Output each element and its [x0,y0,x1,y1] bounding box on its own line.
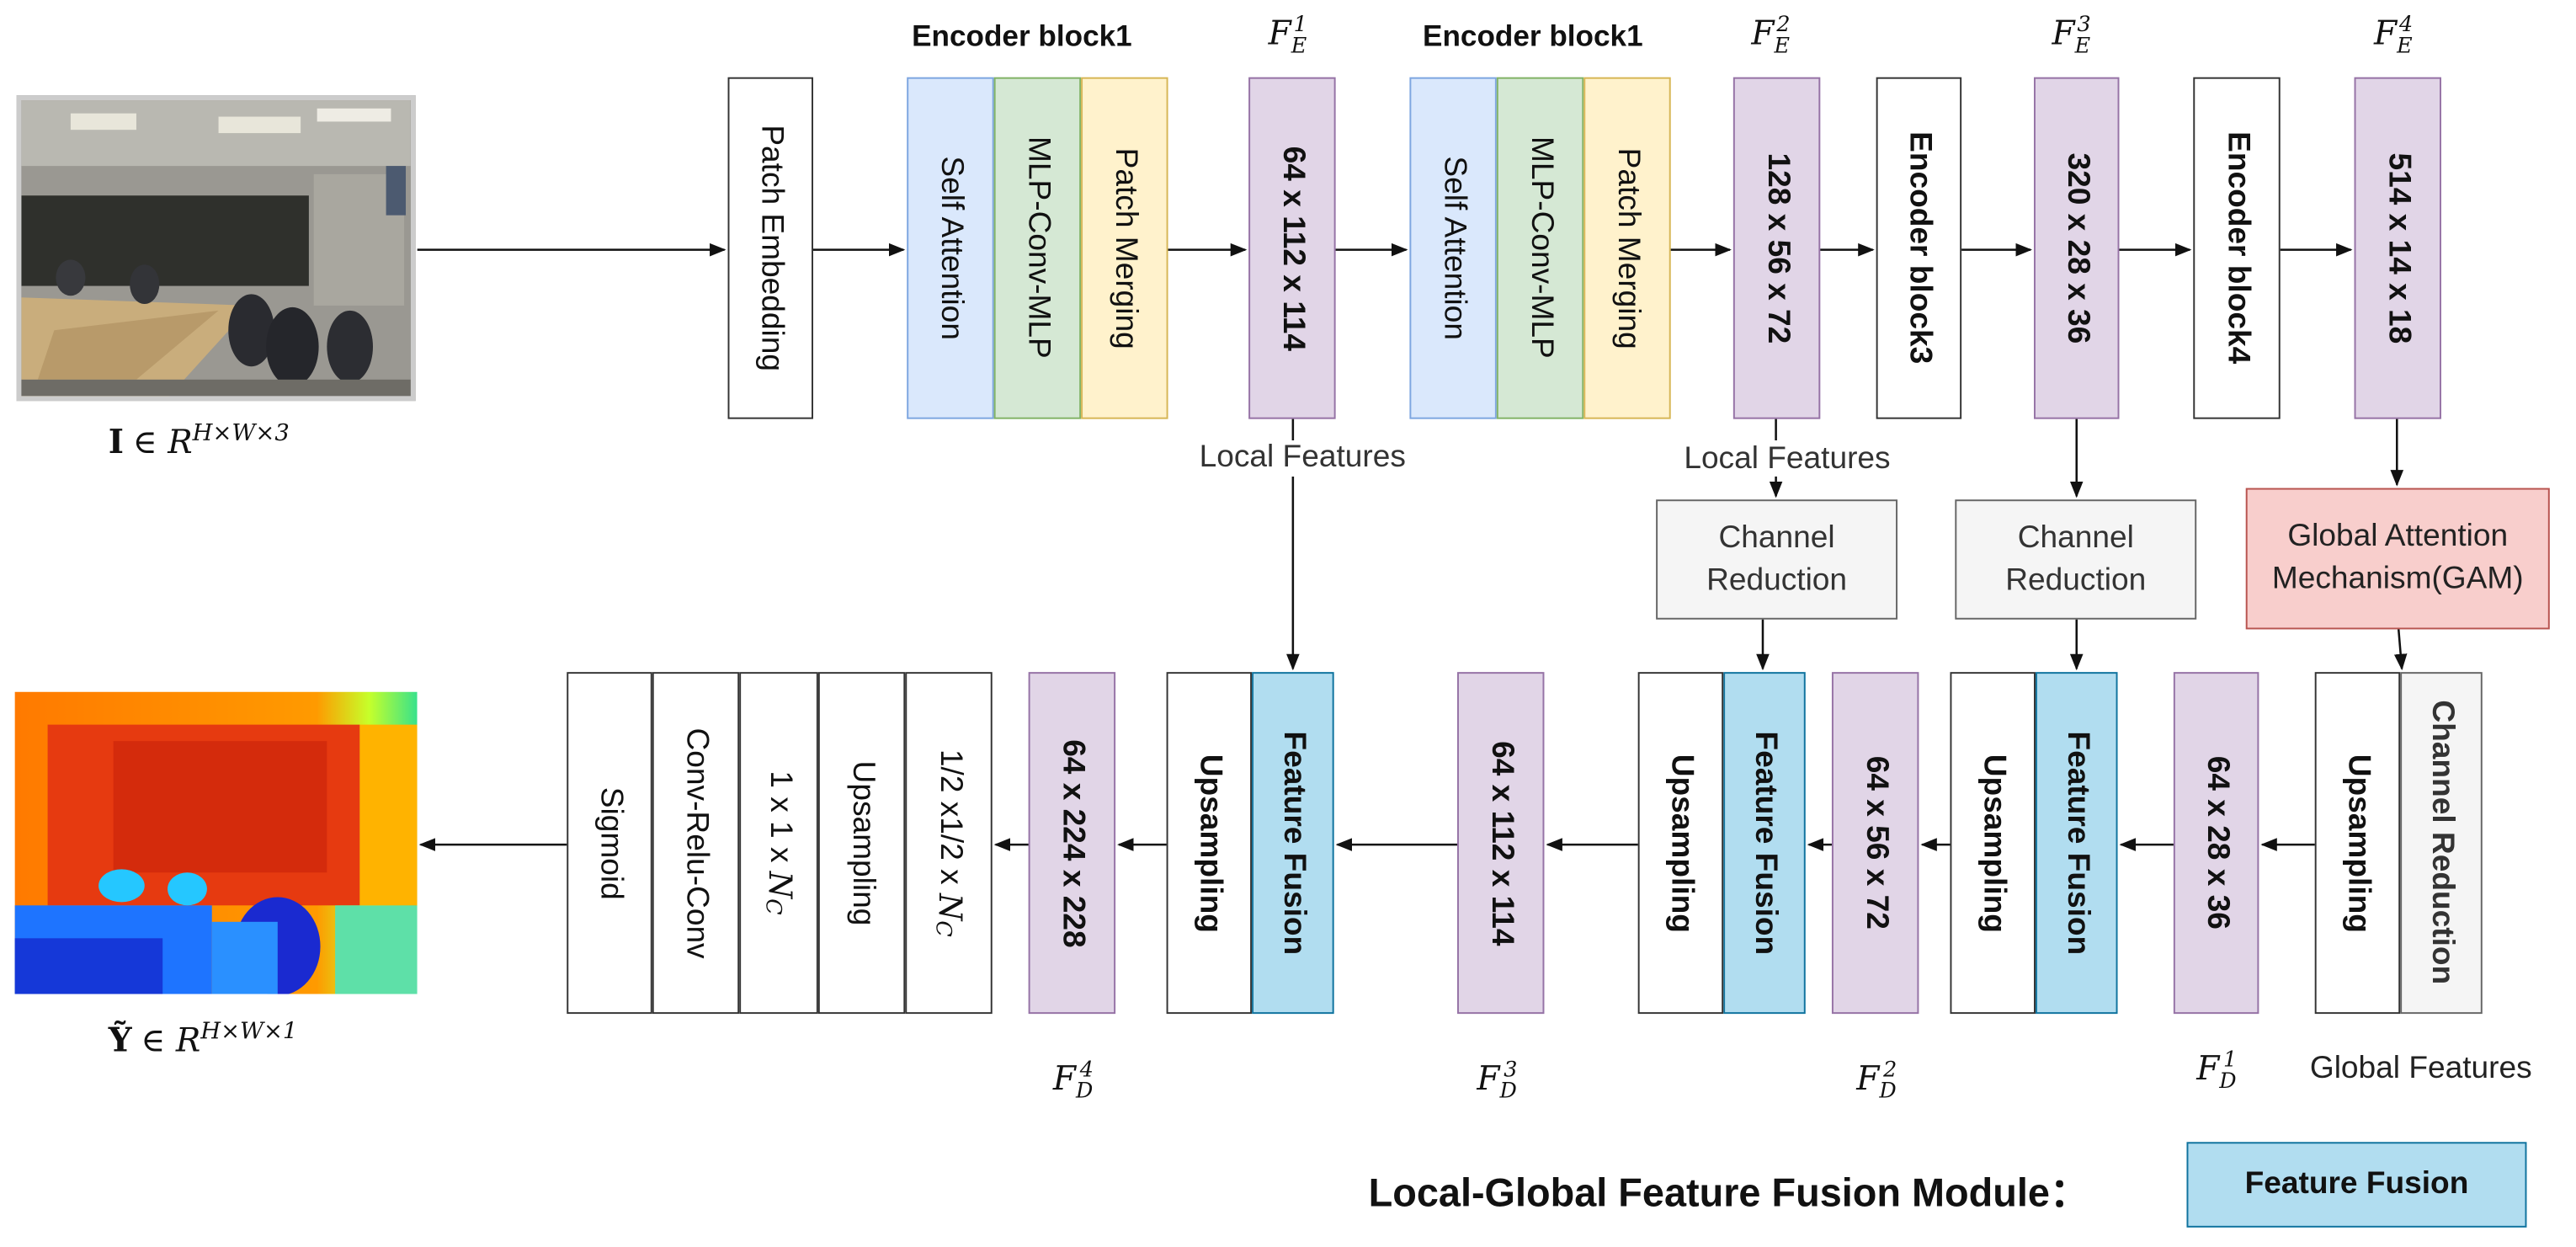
patch-merging-box-2: Patch Merging [1583,77,1671,419]
patch-embedding-box: Patch Embedding [727,77,814,419]
patch-merging-box-1: Patch Merging [1081,77,1168,419]
input-shape: H×W×3 [192,420,290,447]
output-symbol: Ỹ [108,1020,132,1060]
channel-reduction-vertical-label: Channel Reduction [2424,701,2460,986]
output-shape: H×W×1 [200,1018,298,1046]
upsampling-label-1: Upsampling [2340,754,2376,933]
mlp-conv-mlp-box-2: MLP-Conv-MLP [1496,77,1584,419]
feature-map-fd4: 64 x 224 x 228 [1028,672,1116,1015]
head-upsampling-label: Upsampling [845,760,881,926]
feature-map-fe3: 320 x 28 x 36 [2033,77,2120,419]
one-nc-label: 1 x 1 x NC [759,770,798,915]
feature-map-fe4: 514 x 14 x 18 [2354,77,2441,419]
output-depth-image [14,691,418,994]
output-label: Ỹ ∈ RH×W×1 [109,1019,298,1061]
fe2-dims-label: 128 x 56 x 72 [1760,152,1796,344]
head-upsampling-box: Upsampling [817,672,906,1015]
encoder-block3-label: Encoder block3 [1902,131,1937,365]
gam-text: Global Attention Mechanism(GAM) [2271,519,2524,597]
upsampling-box-4: Upsampling [1166,672,1253,1015]
patch-merging-label-2: Patch Merging [1610,147,1646,349]
one-nc-box: 1 x 1 x NC [739,672,818,1015]
channel-reduction-vertical-box: Channel Reduction [2400,672,2483,1015]
channel-reduction-box-2: Channel Reduction [1955,499,2197,620]
upsampling-label-2: Upsampling [1976,754,2011,933]
channel-reduction-text-2: Channel Reduction [2005,520,2147,598]
fe3-symbol: FE3 [2052,13,2091,60]
upsampling-box-3: Upsampling [1637,672,1724,1015]
fd1-symbol: FD1 [2196,1048,2238,1095]
fd2-dims-label: 64 x 56 x 72 [1859,756,1894,930]
output-domain: ∈ R [141,1020,201,1060]
legend-feature-fusion-label: Feature Fusion [2244,1166,2469,1202]
feature-map-fd2: 64 x 56 x 72 [1831,672,1919,1015]
gam-box: Global Attention Mechanism(GAM) [2245,488,2550,630]
upsampling-box-1: Upsampling [2314,672,2401,1015]
mlp-conv-mlp-box-1: MLP-Conv-MLP [993,77,1082,419]
conv-relu-conv-label: Conv-Relu-Conv [679,727,714,959]
depth-map-graphic [14,691,418,994]
upsampling-box-2: Upsampling [1950,672,2036,1015]
self-attention-label-1: Self Attention [934,156,969,340]
feature-map-fd1: 64 x 28 x 36 [2173,672,2259,1015]
fd2-symbol: FD2 [1856,1058,1897,1105]
feature-map-fe1: 64 x 112 x 114 [1248,77,1336,419]
mlp-conv-mlp-label-1: MLP-Conv-MLP [1020,136,1056,360]
sigmoid-box: Sigmoid [567,672,652,1015]
fd3-symbol: FD3 [1477,1058,1518,1105]
fe1-dims-label: 64 x 112 x 114 [1275,146,1311,351]
upsampling-label-3: Upsampling [1663,754,1699,933]
fe1-symbol: FE1 [1268,13,1307,60]
channel-reduction-box-1: Channel Reduction [1656,499,1898,620]
feature-map-fd3: 64 x 112 x 114 [1457,672,1545,1015]
self-attention-label-2: Self Attention [1436,156,1472,340]
input-symbol: I [108,421,125,461]
encoder-block1-title-b: Encoder block1 [1423,19,1643,53]
self-attention-box-1: Self Attention [907,77,994,419]
feature-map-fe2: 128 x 56 x 72 [1732,77,1821,419]
input-label: I ∈ RH×W×3 [109,421,290,463]
half-nc-label: 1/2 x1/2 x NC [929,749,968,937]
encoder-block4-box: Encoder block4 [2193,77,2281,419]
fe2-symbol: FE2 [1751,13,1791,60]
feature-fusion-label-1: Feature Fusion [2060,731,2095,956]
half-nc-box: 1/2 x1/2 x NC [905,672,993,1015]
feature-fusion-label-2: Feature Fusion [1748,731,1783,956]
arrow-gam-to-channel-reduction [2393,629,2408,671]
fd4-dims-label: 64 x 224 x 228 [1055,738,1090,947]
fd1-dims-label: 64 x 28 x 36 [2200,756,2235,930]
fe4-symbol: FE4 [2373,13,2414,60]
encoder-block4-label: Encoder block4 [2220,131,2255,365]
fd3-dims-label: 64 x 112 x 114 [1484,740,1520,946]
fe3-dims-label: 320 x 28 x 36 [2060,152,2095,344]
global-features-label: Global Features [2309,1051,2532,1086]
room-photo-graphic [21,100,411,397]
feature-fusion-box-2: Feature Fusion [1723,672,1806,1015]
sigmoid-label: Sigmoid [593,786,628,900]
feature-fusion-box-3: Feature Fusion [1252,672,1334,1015]
upsampling-label-4: Upsampling [1192,754,1227,933]
self-attention-box-2: Self Attention [1409,77,1497,419]
encoder-block1-title-a: Encoder block1 [912,19,1132,53]
patch-merging-label-1: Patch Merging [1108,147,1143,349]
input-domain: ∈ R [132,421,193,461]
patch-embedding-label: Patch Embedding [753,125,789,372]
mlp-conv-mlp-label-2: MLP-Conv-MLP [1524,136,1559,360]
legend-title: Local-Global Feature Fusion Module： [1368,1171,2089,1217]
conv-relu-conv-box: Conv-Relu-Conv [652,672,740,1015]
feature-fusion-box-1: Feature Fusion [2035,672,2118,1015]
input-room-image [16,95,416,402]
feature-fusion-label-3: Feature Fusion [1276,731,1312,956]
channel-reduction-text-1: Channel Reduction [1706,520,1848,598]
fe4-dims-label: 514 x 14 x 18 [2381,152,2416,344]
local-features-label-1: Local Features [1199,440,1406,475]
local-features-label-2: Local Features [1684,441,1891,477]
legend-feature-fusion-box: Feature Fusion [2186,1142,2527,1228]
fd4-symbol: FD4 [1052,1058,1094,1105]
encoder-block3-box: Encoder block3 [1876,77,1962,419]
